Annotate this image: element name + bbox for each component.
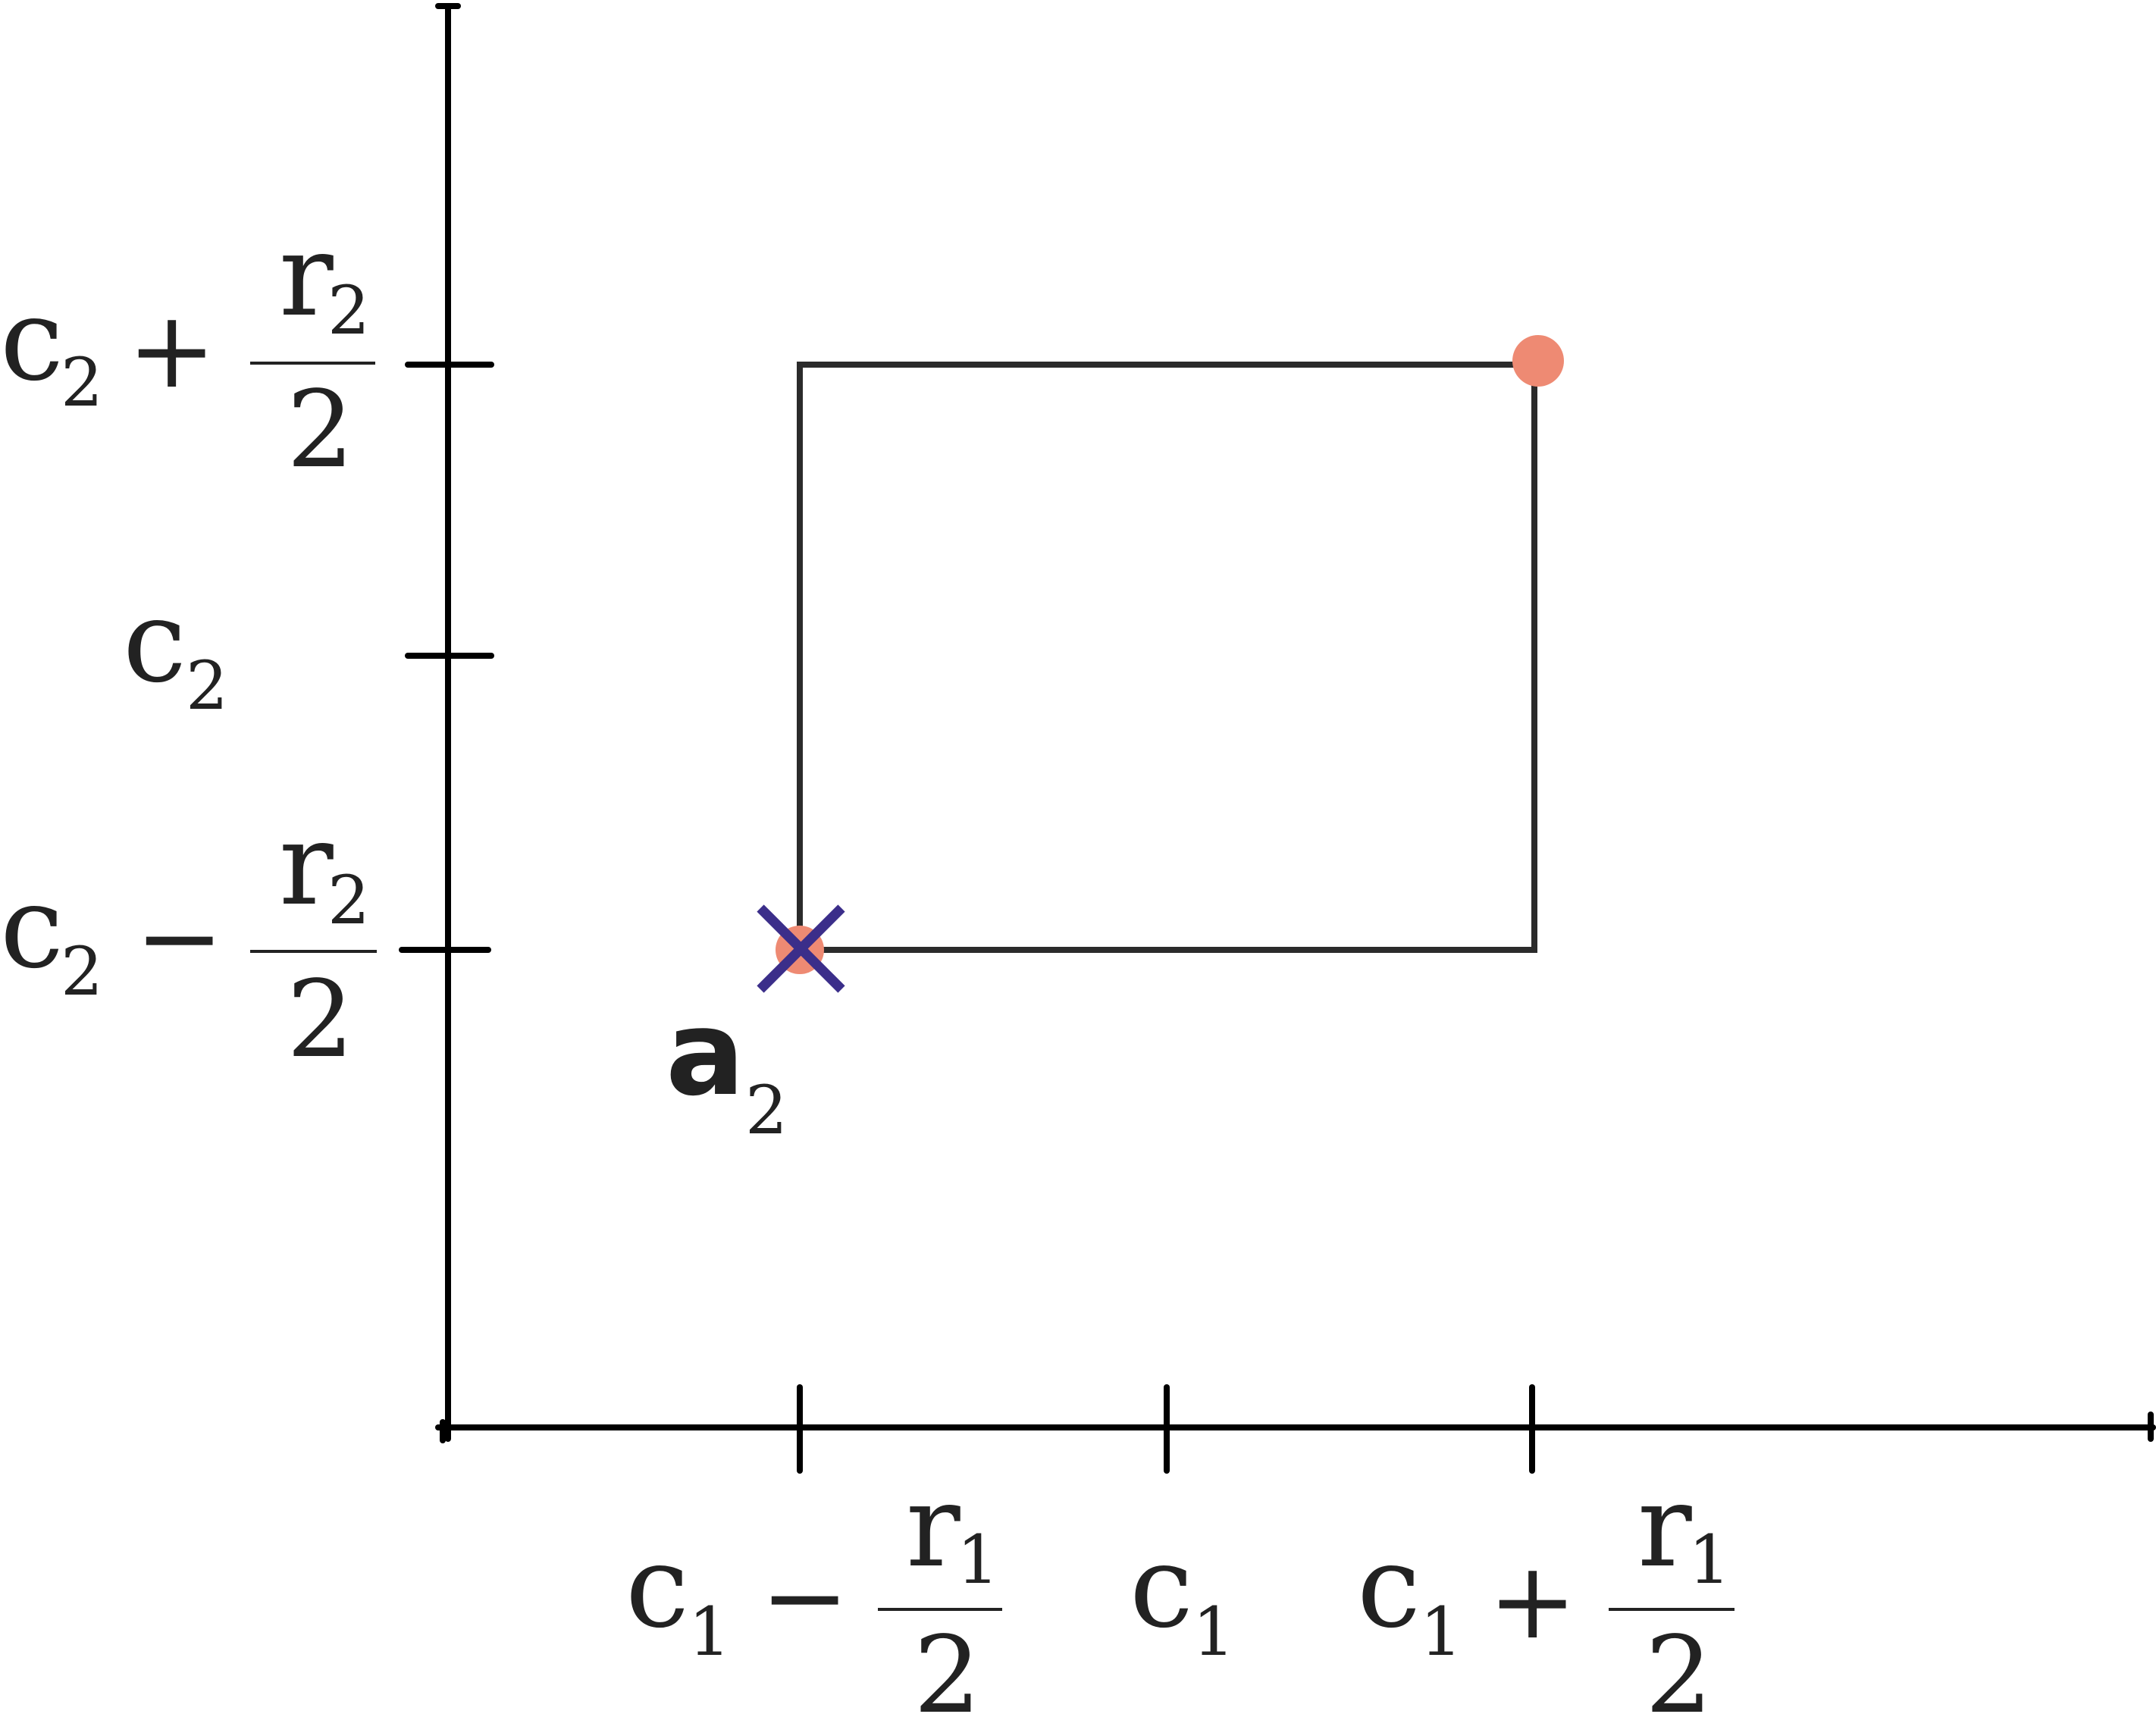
y-label-top-var: c — [0, 274, 64, 406]
y-label-top: c 2 + r 2 2 — [0, 210, 375, 492]
x-label-right-den: 2 — [1645, 1614, 1713, 1714]
corner-dot-top-right — [1512, 335, 1564, 387]
x-label-left-op: − — [760, 1536, 849, 1659]
y-label-bottom-den: 2 — [287, 958, 354, 1082]
x-label-left-num-sub: 1 — [957, 1521, 999, 1599]
y-label-mid: c 2 — [123, 576, 228, 725]
y-label-top-den: 2 — [287, 368, 354, 492]
x-label-left-sub: 1 — [688, 1593, 731, 1671]
x-label-right-var: c — [1357, 1521, 1421, 1653]
x-label-left-den: 2 — [913, 1614, 981, 1714]
y-label-bottom-num-var: r — [279, 799, 334, 931]
y-label-top-sub: 2 — [61, 343, 103, 421]
point-label-sub: 2 — [745, 1071, 788, 1149]
y-label-bottom-var: c — [0, 862, 64, 994]
x-cross-icon — [757, 904, 845, 993]
box-rectangle — [797, 362, 1537, 953]
x-label-right: c 1 + r 1 2 — [1357, 1461, 1735, 1714]
x-label-right-op: + — [1488, 1540, 1577, 1663]
point-label-a2: a 2 — [666, 985, 788, 1149]
point-label-var: a — [666, 985, 745, 1122]
x-label-left-num-var: r — [906, 1461, 960, 1593]
x-label-mid-sub: 1 — [1192, 1593, 1235, 1671]
x-label-right-sub: 1 — [1420, 1593, 1462, 1671]
y-label-mid-var: c — [123, 576, 186, 708]
y-label-top-op: + — [127, 289, 216, 412]
x-label-left: c 1 − r 1 2 — [625, 1461, 1002, 1714]
y-label-bottom-num-sub: 2 — [327, 861, 370, 939]
y-label-top-num-var: r — [279, 210, 334, 342]
x-label-right-num-sub: 1 — [1688, 1521, 1731, 1599]
axes — [399, 3, 2156, 1474]
x-label-left-var: c — [625, 1521, 689, 1653]
y-label-bottom-sub: 2 — [61, 932, 103, 1011]
y-label-bottom-op: − — [135, 876, 224, 1000]
y-label-mid-sub: 2 — [186, 647, 228, 725]
y-label-top-num-sub: 2 — [327, 271, 370, 349]
y-label-bottom: c 2 − r 2 2 — [0, 799, 377, 1082]
x-label-right-num-var: r — [1637, 1461, 1692, 1593]
x-label-mid: c 1 — [1130, 1521, 1235, 1671]
x-label-mid-var: c — [1130, 1521, 1193, 1653]
